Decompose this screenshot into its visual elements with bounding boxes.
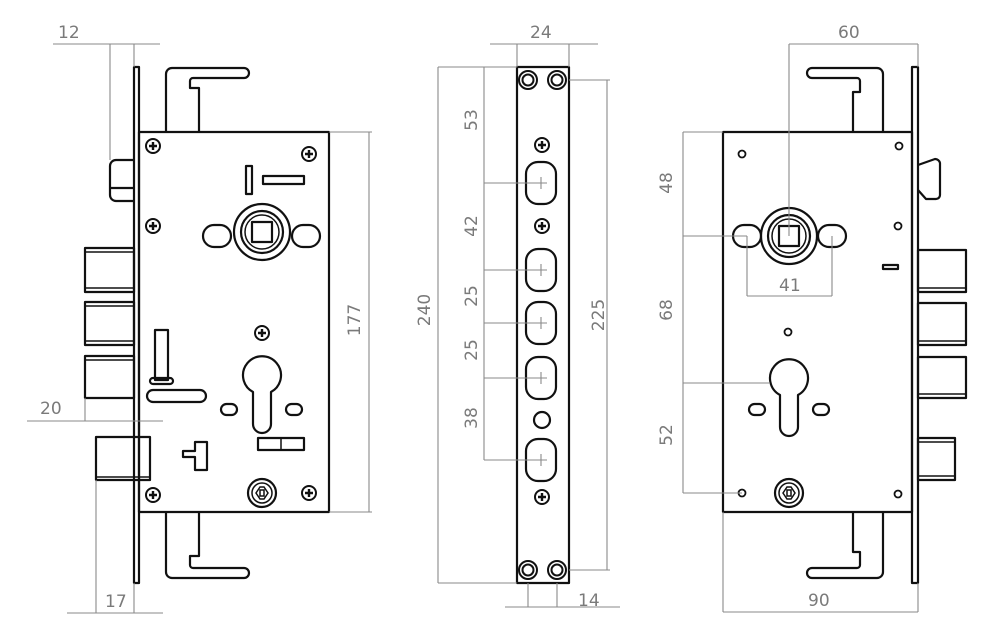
front-view bbox=[515, 65, 571, 585]
dim-label: 14 bbox=[578, 591, 600, 611]
front-dimensions: 24 240 53 42 25 25 38 225 14 bbox=[415, 23, 620, 611]
dim-label: 53 bbox=[462, 109, 482, 131]
screw-icon bbox=[533, 217, 551, 235]
dim-label: 60 bbox=[838, 23, 860, 43]
right-dimensions: 60 41 90 48 68 52 bbox=[657, 23, 919, 613]
dim-label: 48 bbox=[657, 172, 677, 194]
top-rod bbox=[164, 66, 251, 132]
dim-label: 42 bbox=[462, 215, 482, 237]
dim-label: 225 bbox=[589, 299, 609, 331]
dim-label: 68 bbox=[657, 299, 677, 321]
dim-label: 25 bbox=[462, 285, 482, 307]
faceplate bbox=[515, 65, 571, 585]
right-view bbox=[721, 65, 968, 585]
dim-label: 24 bbox=[530, 23, 552, 43]
bottom-rod bbox=[164, 512, 251, 580]
dim-label: 177 bbox=[345, 304, 365, 336]
dim-label: 20 bbox=[40, 399, 62, 419]
lock-body bbox=[137, 130, 331, 514]
dim-label: 90 bbox=[808, 591, 830, 611]
dim-label: 12 bbox=[58, 23, 80, 43]
screw-icon bbox=[533, 488, 551, 506]
dim-label: 240 bbox=[415, 294, 435, 326]
latch bbox=[108, 158, 134, 203]
screw-icon bbox=[144, 486, 162, 504]
screw-icon bbox=[144, 137, 162, 155]
dim-label: 41 bbox=[779, 276, 801, 296]
lock-body bbox=[721, 130, 914, 514]
screw-icon bbox=[300, 484, 318, 502]
screw-icon bbox=[144, 217, 162, 235]
dim-label: 17 bbox=[105, 592, 127, 612]
dim-label: 52 bbox=[657, 424, 677, 446]
screw-icon bbox=[253, 324, 271, 342]
left-dimensions: 12 177 20 17 bbox=[27, 23, 372, 614]
cylinder-hole bbox=[241, 355, 283, 435]
dim-label: 38 bbox=[462, 407, 482, 429]
bottom-rod bbox=[805, 512, 885, 580]
latch bbox=[917, 157, 942, 201]
spindle-hub bbox=[232, 202, 292, 262]
cylinder-hole bbox=[768, 358, 810, 438]
left-view bbox=[83, 65, 331, 585]
dim-label: 25 bbox=[462, 339, 482, 361]
screw-icon bbox=[300, 145, 318, 163]
lower-latch bbox=[94, 435, 152, 482]
top-rod bbox=[805, 66, 885, 132]
screw-icon bbox=[533, 136, 551, 154]
